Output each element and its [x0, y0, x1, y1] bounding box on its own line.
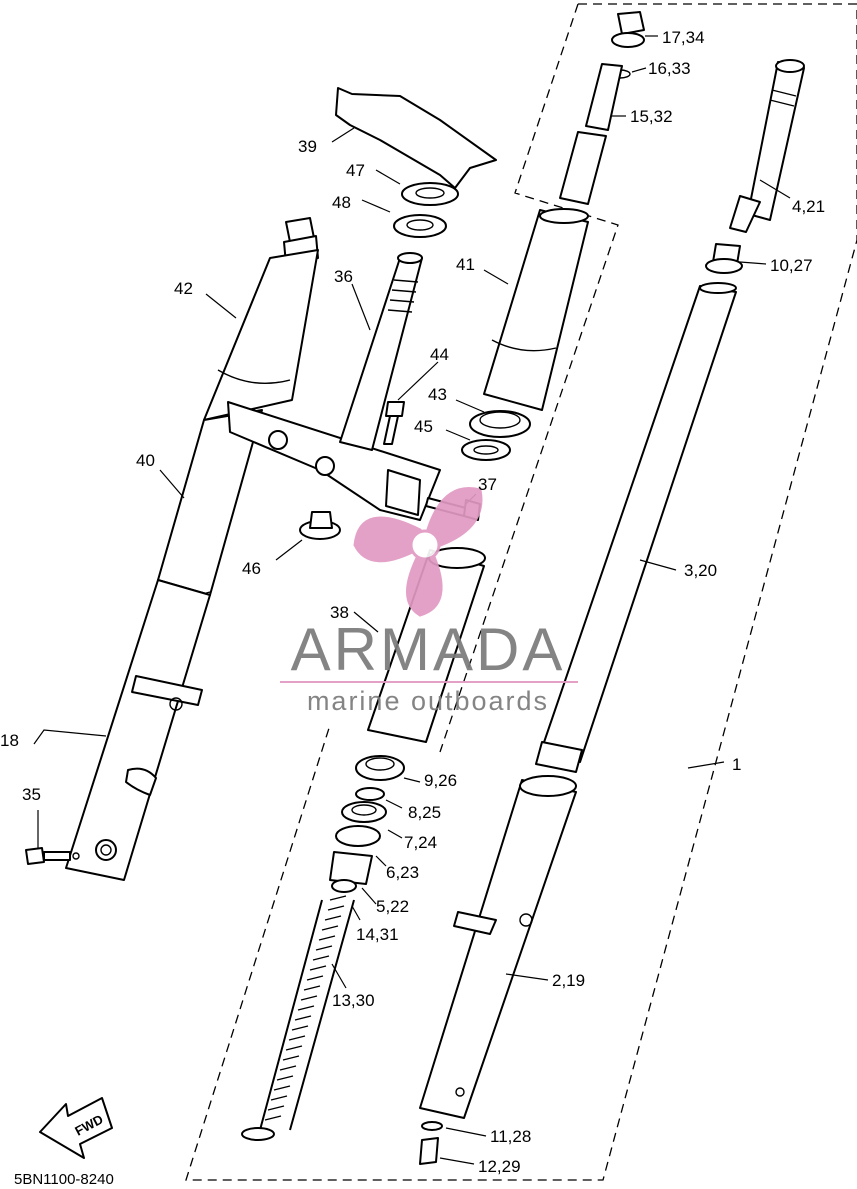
callout-label: 8,25 [408, 803, 441, 822]
callout-label: 40 [136, 451, 155, 470]
callout-label: 11,28 [490, 1127, 531, 1146]
callout-label: 41 [456, 255, 475, 274]
callout-label: 47 [346, 161, 365, 180]
washer-45 [461, 439, 511, 461]
callout-label: 39 [298, 137, 317, 156]
callout-label: 17,34 [662, 28, 705, 47]
callout-label: 5,22 [376, 897, 409, 916]
watermark: ARMADA marine outboards [280, 487, 578, 716]
diagram-code: 5BN1100-8240 [14, 1171, 114, 1188]
callout-label: 42 [174, 279, 193, 298]
steering-stem [339, 257, 423, 451]
washer-48 [393, 214, 447, 238]
top-parts [335, 87, 497, 238]
upper-cover-41 [483, 209, 589, 411]
callout-label: 7,24 [404, 833, 437, 852]
assembly-boundary [185, 3, 857, 1181]
callout-label: 38 [330, 603, 349, 622]
fork-slider [65, 579, 211, 881]
callout-label: 43 [428, 385, 447, 404]
callout-label: 12,29 [478, 1157, 521, 1176]
callout-label: 37 [478, 475, 497, 494]
inner-tube [539, 285, 737, 763]
leader-lines [33, 35, 791, 1165]
callout-label: 4,21 [792, 197, 825, 216]
callout-label: 45 [414, 417, 433, 436]
callout-label: 16,33 [648, 59, 691, 78]
fwd-arrow: FWD [39, 1097, 113, 1159]
watermark-brand: ARMADA [291, 616, 566, 683]
middle-parts [461, 208, 589, 461]
callout-label: 15,32 [630, 107, 673, 126]
callout-labels: 17,34 16,33 15,32 4,21 10,27 39 47 48 41… [0, 28, 825, 1176]
watermark-tagline: marine outboards [307, 686, 549, 716]
callout-label: 1 [732, 755, 741, 774]
callout-label: 6,23 [386, 863, 419, 882]
upper-cover [203, 249, 319, 421]
callout-label: 48 [332, 193, 351, 212]
callout-label: 14,31 [356, 925, 399, 944]
callout-label: 35 [22, 785, 41, 804]
internal-stack [241, 755, 405, 1141]
callout-label: 3,20 [684, 561, 717, 580]
outer-tube-2 [419, 779, 577, 1119]
callout-label: 13,30 [332, 991, 375, 1010]
callout-label: 9,26 [424, 771, 457, 790]
left-fork-assembly [25, 217, 319, 881]
washer-47 [401, 182, 459, 206]
nut-43 [469, 410, 531, 438]
callout-label: 10,27 [770, 256, 813, 275]
callout-label: 2,19 [552, 971, 585, 990]
fork-spring [264, 895, 347, 1121]
bracket-cover [335, 87, 497, 189]
right-fork-parts [419, 11, 805, 1165]
propeller-logo-icon [353, 487, 483, 617]
callout-label: 46 [242, 559, 261, 578]
callout-label: 44 [430, 345, 449, 364]
fwd-arrow-icon [39, 1097, 113, 1159]
callout-label: 18 [0, 731, 19, 750]
callout-label: 36 [334, 267, 353, 286]
